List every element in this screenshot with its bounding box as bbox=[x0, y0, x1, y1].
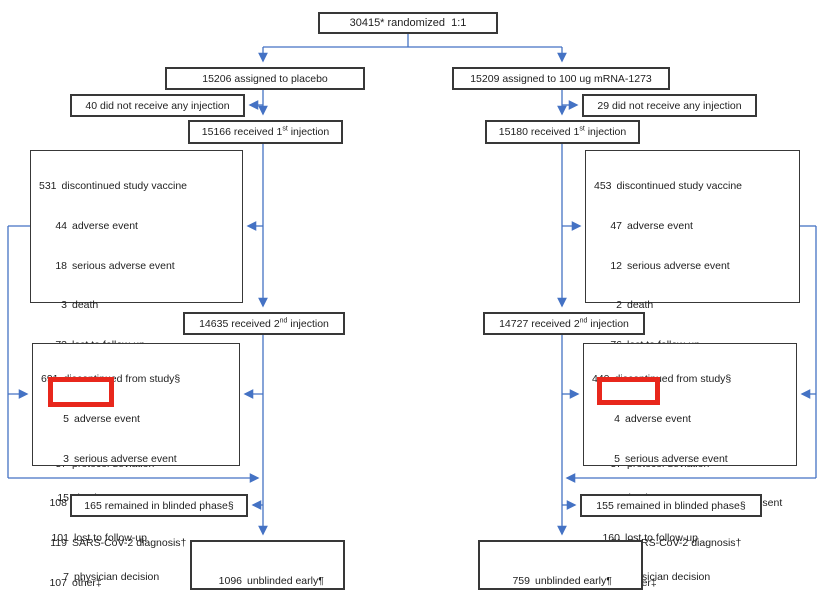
placebo-second-injection-box: 14635 received 2nd injection bbox=[183, 312, 345, 335]
box-title: 531 discontinued study vaccine bbox=[39, 180, 188, 193]
placebo-second-injection-label: 14635 received 2nd injection bbox=[199, 317, 329, 330]
mrna-second-injection-label: 14727 received 2nd injection bbox=[499, 317, 629, 330]
randomized-label: 30415* randomized 1:1 bbox=[349, 17, 467, 29]
mrna-remained-box: 155 remained in blinded phase§ bbox=[580, 494, 762, 517]
box-title: 440 discontinued from study§ bbox=[592, 373, 732, 386]
placebo-no-injection-label: 40 did not receive any injection bbox=[85, 99, 230, 112]
mrna-remained-label: 155 remained in blinded phase§ bbox=[596, 499, 746, 512]
mrna-first-injection-label: 15180 received 1st injection bbox=[498, 125, 627, 139]
mrna-no-injection-label: 29 did not receive any injection bbox=[597, 99, 742, 112]
mrna-assigned-box: 15209 assigned to 100 ug mRNA-1273 bbox=[452, 67, 670, 90]
mrna-second-injection-box: 14727 received 2nd injection bbox=[483, 312, 645, 335]
placebo-assigned-box: 15206 assigned to placebo bbox=[165, 67, 365, 90]
placebo-first-injection-label: 15166 received 1st injection bbox=[201, 125, 330, 139]
box-title: 453 discontinued study vaccine bbox=[594, 180, 743, 193]
placebo-first-injection-box: 15166 received 1st injection bbox=[188, 120, 343, 144]
mrna-first-injection-box: 15180 received 1st injection bbox=[485, 120, 640, 144]
death-highlight-left bbox=[48, 377, 114, 407]
death-highlight-right bbox=[597, 377, 660, 405]
placebo-no-injection-box: 40 did not receive any injection bbox=[70, 94, 245, 117]
randomized-box: 30415* randomized 1:1 bbox=[318, 12, 498, 34]
mrna-assigned-label: 15209 assigned to 100 ug mRNA-1273 bbox=[470, 72, 652, 85]
mrna-no-injection-box: 29 did not receive any injection bbox=[582, 94, 757, 117]
placebo-assigned-label: 15206 assigned to placebo bbox=[202, 72, 328, 85]
placebo-remained-box: 165 remained in blinded phase§ bbox=[70, 494, 248, 517]
placebo-remained-label: 165 remained in blinded phase§ bbox=[84, 499, 234, 512]
